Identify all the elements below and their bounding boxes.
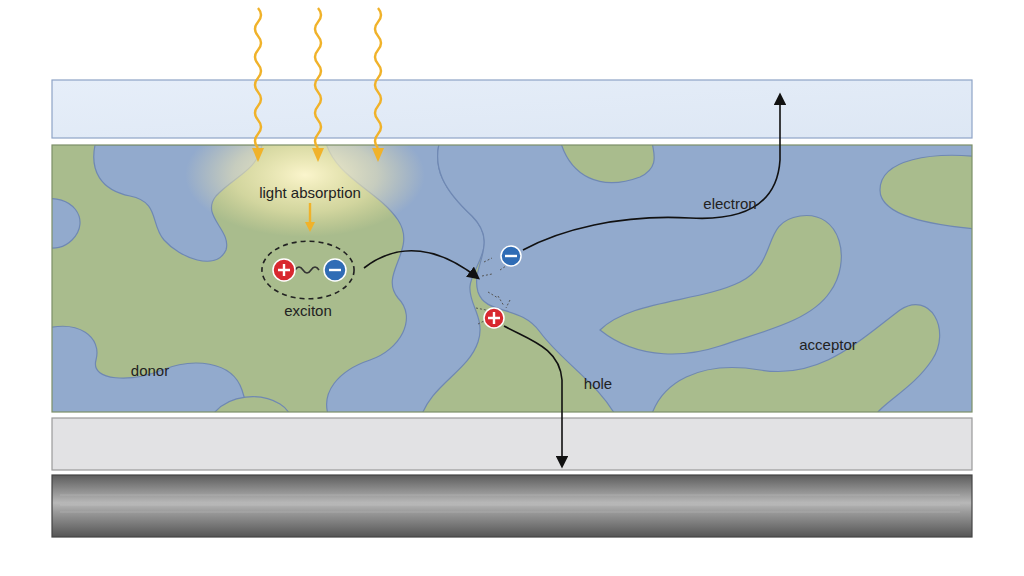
exciton-ellipse: exciton [261, 240, 355, 300]
active-layer-border [52, 145, 972, 412]
free-charges [484, 246, 521, 328]
dashed-outline [261, 240, 355, 300]
dissociation-marks [476, 258, 510, 324]
node-label: exciton [284, 302, 332, 319]
region-label: hole [584, 375, 612, 392]
light-glow [185, 145, 425, 237]
region-label: electron [703, 195, 756, 212]
interlayer [52, 418, 972, 470]
exciton-pair [273, 259, 346, 281]
region-label: acceptor [799, 336, 857, 353]
ellipse-outline [262, 241, 354, 299]
metal-electrode [52, 475, 972, 537]
light-rays [255, 8, 381, 225]
region-label: light absorption [259, 184, 361, 201]
hole-path [504, 326, 562, 466]
active-layer [52, 145, 972, 412]
donor-islands [215, 145, 972, 412]
top-electrode [52, 80, 972, 138]
light-arrowheads [252, 148, 384, 232]
region-label: donor [131, 362, 169, 379]
electron-path [523, 95, 780, 250]
diffusion-arrow [364, 251, 478, 278]
metal-texture [60, 495, 960, 512]
